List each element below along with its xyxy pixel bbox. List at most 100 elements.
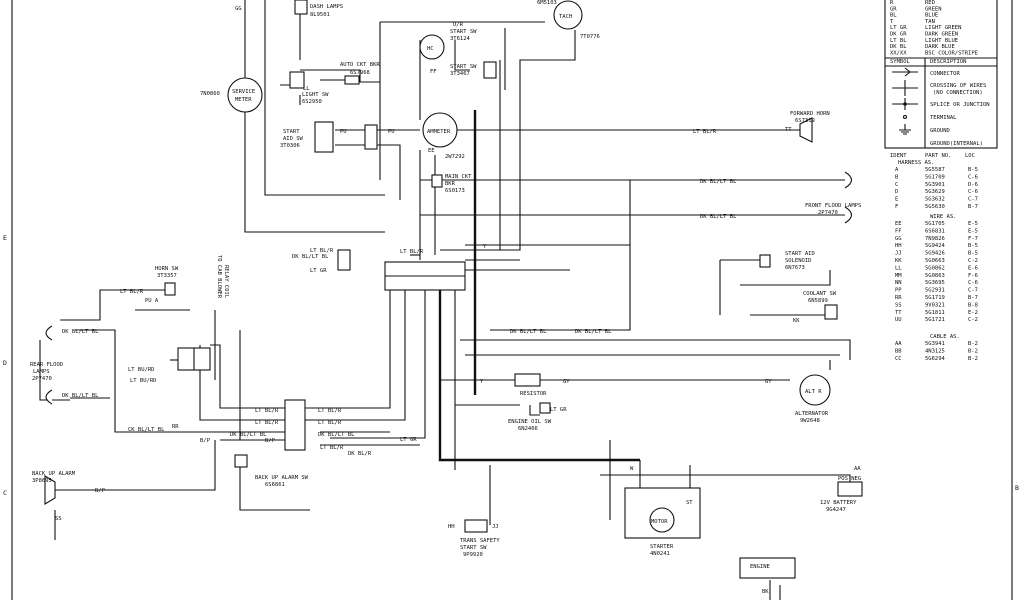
parts-row-loc: B-7 — [968, 295, 978, 301]
parts-row-loc: C-6 — [968, 174, 978, 180]
legend-color-code: GR — [890, 6, 897, 12]
parts-row-loc: B-5 — [968, 243, 978, 249]
service-meter-label-1: SERVICE — [232, 89, 255, 95]
parts-row-loc: B-7 — [968, 204, 978, 210]
wire-lt-bl-r-horn: LT BL/R — [693, 129, 717, 135]
start-aid-solenoid-label-1: START AID — [785, 251, 815, 257]
wire-labels: GG O/R PU PU LT BL/R DK BL/LT BL DK BL/L… — [55, 6, 861, 595]
light-sw-label: LIGHT SW — [302, 92, 329, 98]
parts-row-ident: JJ — [895, 251, 902, 257]
wire-dk-bl-lt-bl-3: DK BL/LT BL — [510, 329, 547, 335]
start-sw-right: START SW 3T3467 — [450, 61, 497, 79]
parts-row-loc: B-2 — [968, 356, 978, 362]
legend-color-name: RED — [925, 0, 935, 6]
parts-row-ident: RR — [895, 295, 902, 301]
legend-color-code: T — [890, 19, 894, 25]
parts-row-ident: LL — [895, 265, 902, 271]
wire-dk-bl-lt-bl-rear: DK BL/LT BL — [62, 329, 99, 335]
legend-color-code: DK GR — [890, 32, 907, 38]
wire-y-alt: Y — [480, 379, 484, 385]
parts-row-part: 5G2931 — [925, 288, 945, 294]
front-flood-label: FRONT FLOOD LAMPS — [805, 203, 861, 209]
back-up-alarm-sw-label: BACK UP ALARM SW — [255, 475, 309, 481]
drawing-border: E D C B — [3, 0, 1019, 600]
wire-lt-bl-r-horn-sw: LT BL/R — [120, 289, 144, 295]
parts-row-part: 5G3632 — [925, 197, 945, 203]
wire-dk-bl-lt-bl-rear-2: DK BL/LT BL — [62, 393, 99, 399]
legend-color-name: LIGHT GREEN — [925, 25, 961, 31]
tach-label: TACH — [559, 14, 572, 20]
service-meter-label-2: METER — [235, 97, 252, 103]
parts-row-loc: E-5 — [968, 221, 978, 227]
back-up-alarm-label: BACK UP ALARM — [32, 471, 76, 477]
parts-row-ident: AA — [895, 341, 902, 347]
legend-symbols: SYMBOL DESCRIPTION CONNECTOR CROSSING OF… — [890, 59, 990, 147]
horn-sw-part: 3T3357 — [157, 273, 177, 279]
front-flood-part: 2P7470 — [818, 210, 838, 216]
wire-gy-1: GY — [563, 379, 570, 385]
start-sw-right-part: 3T3467 — [450, 71, 470, 77]
parts-row-ident: MM — [895, 273, 902, 279]
parts-row-ident: HH — [895, 243, 902, 249]
legend — [884, 0, 998, 149]
crossing-symbol-icon — [892, 80, 918, 96]
rear-connector — [177, 347, 211, 371]
parts-row-part: 5G9426 — [925, 251, 945, 257]
rear-flood-label-2: LAMPS — [33, 369, 50, 375]
parts-row-part: 5G9424 — [925, 243, 946, 249]
wire-lt-bl-r-c: LT BL/R — [318, 408, 342, 414]
tach-part: 7T0776 — [580, 34, 600, 40]
parts-row-ident: KK — [895, 258, 902, 264]
main-ckt-bkr-label-1: MAIN CKT — [445, 174, 472, 180]
parts-row-ident: FF — [895, 228, 902, 234]
parts-row-ident: C — [895, 182, 898, 188]
legend-color-code: XX/XX — [890, 50, 907, 56]
connector-symbol-icon — [892, 67, 918, 77]
parts-row-part: 7N9826 — [925, 236, 945, 242]
front-flood-lamps: FRONT FLOOD LAMPS 2P7470 — [805, 171, 861, 224]
wire-lt-gr-oil: LT GR — [550, 407, 567, 413]
wire-w-starter: W — [630, 466, 634, 472]
parts-row-loc: F-6 — [968, 273, 978, 279]
coolant-sw: COOLANT SW 6N5899 — [803, 291, 838, 320]
back-up-alarm-sw: BACK UP ALARM SW 6S6861 — [234, 454, 309, 488]
hc-label: HC — [427, 46, 434, 52]
starter-part: 4N0241 — [650, 551, 670, 557]
engine-oil-sw-part: 6N2466 — [518, 426, 538, 432]
parts-row-part: 5G3901 — [925, 182, 945, 188]
wire-lt-gr-c: LT GR — [400, 437, 417, 443]
parts-row-part: 5G3695 — [925, 280, 945, 286]
tach: TACH 7T0776 6M5103 — [537, 0, 600, 40]
alternator: ALT R ALTERNATOR 9W2648 — [795, 374, 831, 424]
dash-lamps-part: 8L9501 — [310, 12, 330, 18]
wire-lt-bu-rd-2: LT BU/RD — [130, 378, 157, 384]
ground-symbol-icon — [899, 124, 911, 135]
wire-dk-bl-lt-bl-sm: DK BL/LT BL — [292, 254, 329, 260]
parts-row-loc: E-6 — [968, 265, 978, 271]
parts-row-loc: F-7 — [968, 236, 978, 242]
alternator-inner: ALT R — [805, 389, 822, 395]
wire-dk-bl-lt-bl-c: DK BL/LT BL — [230, 432, 267, 438]
legend-color-name: DARK BLUE — [925, 44, 955, 50]
wire-dk-bl-r: DK BL/R — [348, 451, 372, 457]
wire-bk: BK — [762, 589, 769, 595]
grid-label-c: C — [3, 489, 7, 497]
parts-row-ident: BB — [895, 348, 902, 354]
ammeter-label: AMMETER — [427, 129, 451, 135]
grid-label-e: E — [3, 234, 7, 242]
parts-row-part: 5G1705 — [925, 221, 945, 227]
start-aid-sw-part: 3T0306 — [280, 143, 300, 149]
battery-label: 12V BATTERY — [820, 500, 857, 506]
coolant-sw-label: COOLANT SW — [803, 291, 837, 297]
parts-row-loc: C-2 — [968, 317, 978, 323]
start-sw-top-label: START SW — [450, 29, 477, 35]
legend-sym-ground-internal: GROUND(INTERNAL) — [930, 141, 983, 147]
parts-row-ident: F — [895, 204, 898, 210]
trans-safety-label-2: START SW — [460, 545, 487, 551]
parts-row-ident: A — [895, 167, 899, 173]
harness-title: HARNESS AS. — [898, 160, 934, 166]
main-ckt-bkr: MAIN CKT BKR 6S0173 — [431, 174, 472, 194]
engine-oil-sw: ENGINE OIL SW 6N2466 — [508, 402, 552, 432]
wire-title: WIRE AS. — [930, 214, 957, 220]
